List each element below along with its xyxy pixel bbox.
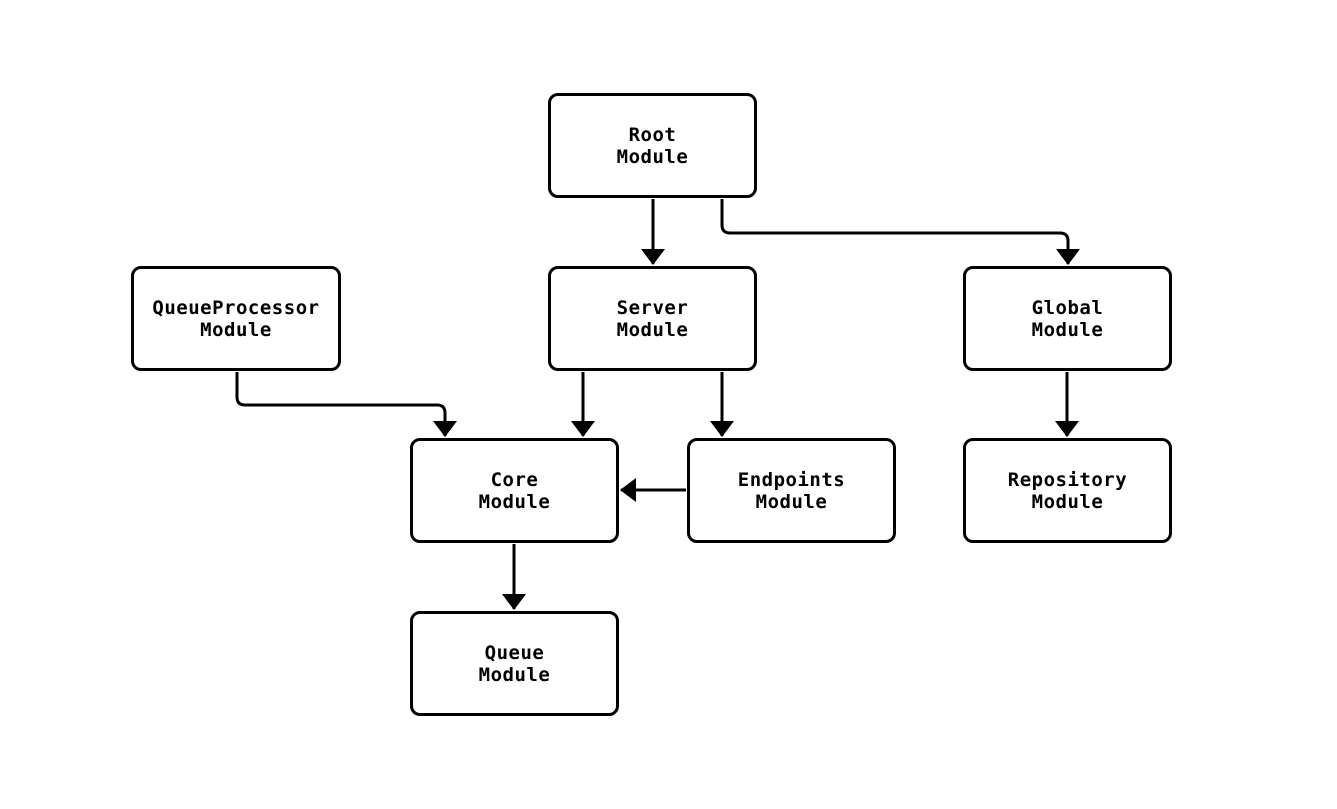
node-endpoints-module: Endpoints Module <box>687 438 896 543</box>
node-queueprocessor-module: QueueProcessor Module <box>131 266 341 371</box>
node-core-module: Core Module <box>410 438 619 543</box>
node-server-module: Server Module <box>548 266 757 371</box>
node-root-module: Root Module <box>548 93 757 198</box>
node-global-module: Global Module <box>963 266 1172 371</box>
edge-queueprocessor-to-core <box>235 372 457 437</box>
edge-root-to-global <box>720 199 1080 265</box>
node-repository-module: Repository Module <box>963 438 1172 543</box>
node-queue-module: Queue Module <box>410 611 619 716</box>
